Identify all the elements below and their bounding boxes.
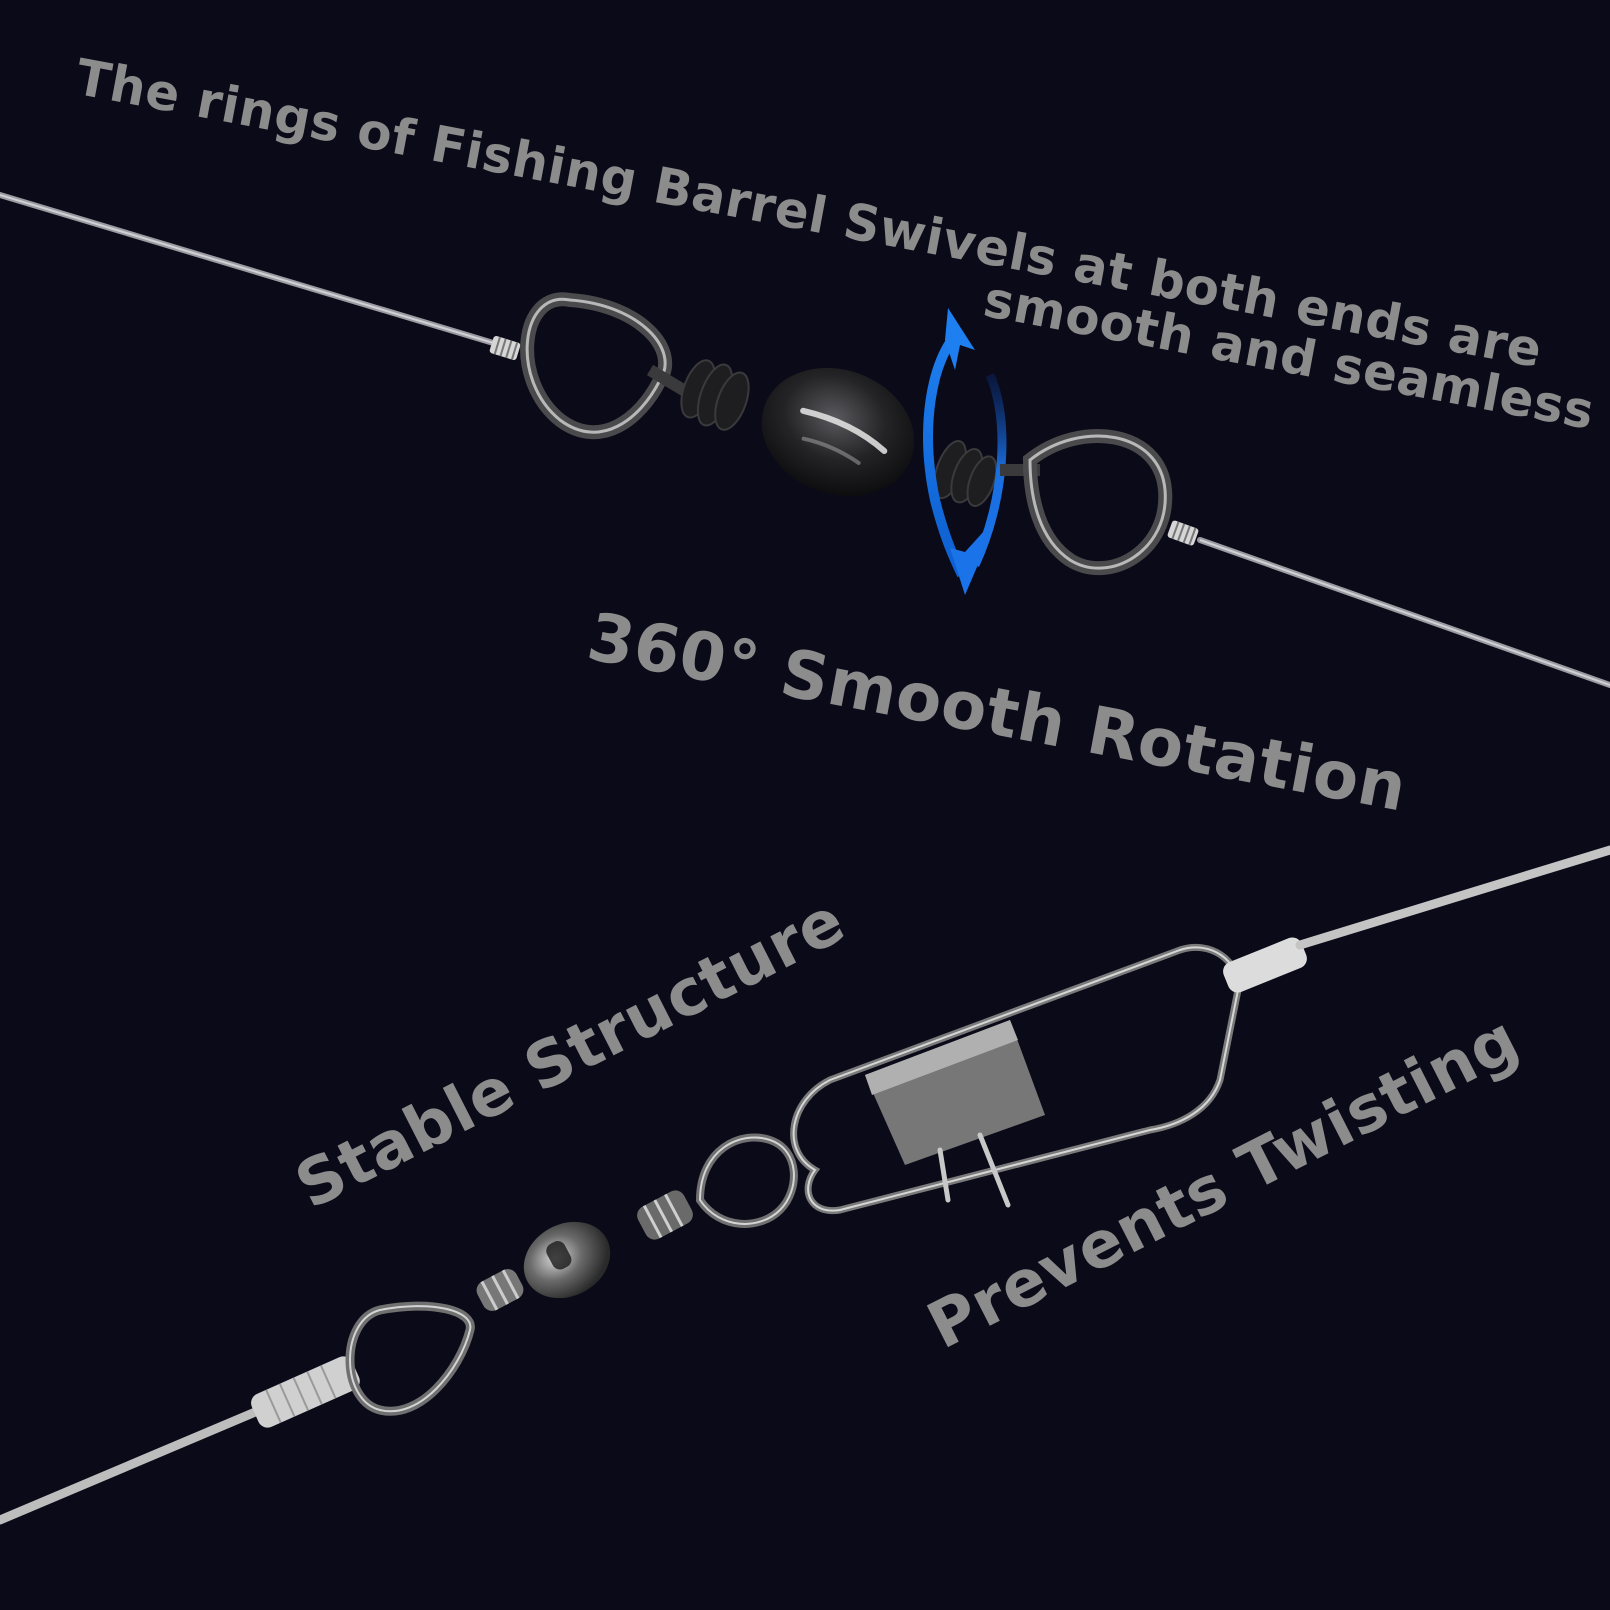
barrel-swivel-snap-bottom [0,845,1610,1525]
fishing-line-bottom-right [1295,845,1610,950]
rotation-arrow-icon [923,308,1007,595]
fishing-line-bottom-left [0,1405,265,1525]
barrel-swivel-top [0,192,1610,688]
